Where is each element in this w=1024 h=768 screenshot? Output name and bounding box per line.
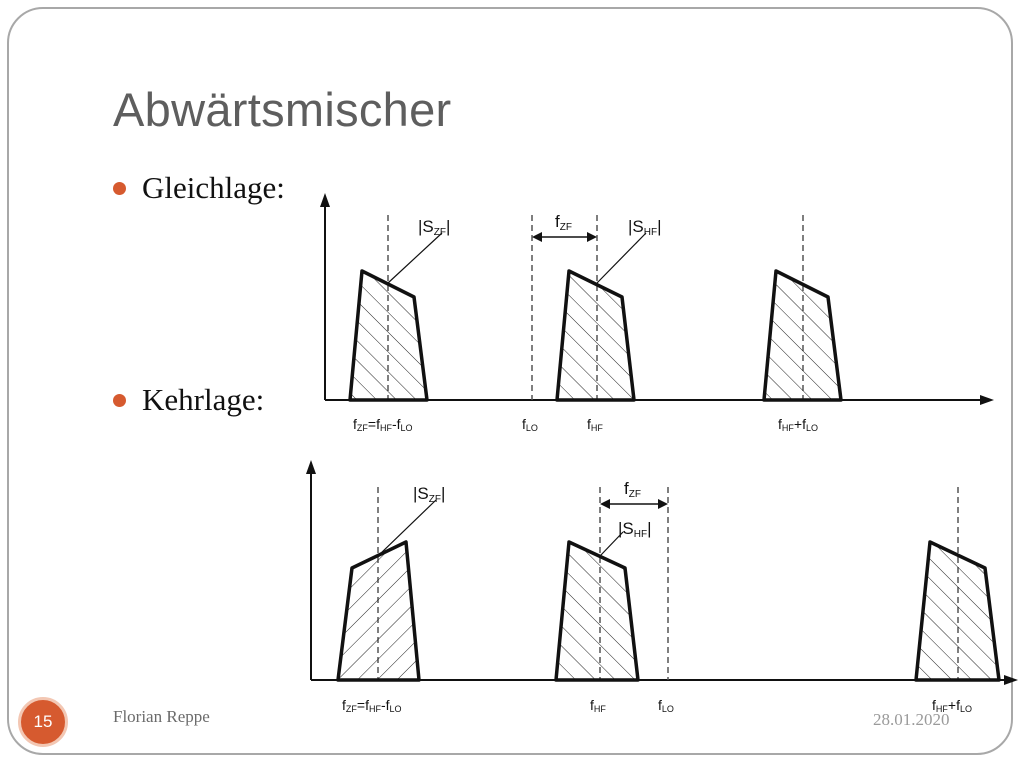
page-number-badge: 15 <box>18 697 68 747</box>
x-axis-arrow-icon <box>1004 675 1018 685</box>
spectrum-zf-inverted <box>336 540 421 682</box>
bullet-gleichlage-text: Gleichlage: <box>142 170 285 205</box>
y-axis-arrow-icon <box>306 460 316 474</box>
leader-shf <box>596 232 647 284</box>
bullet-dot-icon <box>113 181 126 195</box>
axis-label-flo: fLO <box>658 697 674 714</box>
axis-label-fsum: fHF+fLO <box>778 416 818 433</box>
axis-label-fhf: fHF <box>587 416 603 433</box>
label-shf: |SHF| <box>618 519 652 540</box>
slide-title: Abwärtsmischer <box>113 83 452 136</box>
x-axis-arrow-icon <box>980 395 994 405</box>
footer-date: 28.01.2020 <box>873 710 950 729</box>
leader-shf <box>599 531 624 557</box>
axis-label-flo: fLO <box>522 416 538 433</box>
axis-label-fzf-eq: fZF=fHF-fLO <box>342 697 402 714</box>
axis-label-fsum: fHF+fLO <box>932 697 972 714</box>
spectrum-sum <box>914 540 1001 682</box>
axis-label-fzf-eq: fZF=fHF-fLO <box>353 416 413 433</box>
leader-szf <box>387 232 443 284</box>
bullet-gleichlage: Gleichlage: <box>113 170 285 206</box>
fzf-arrow-left-icon <box>532 232 542 242</box>
label-fzf-interval: fZF <box>624 479 641 500</box>
leader-szf <box>377 499 437 557</box>
fzf-arrow-right-icon <box>587 232 597 242</box>
label-szf: |SZF| <box>418 217 450 238</box>
axis-label-fhf: fHF <box>590 697 606 714</box>
label-shf: |SHF| <box>628 217 662 238</box>
spectrum-sum <box>762 269 843 402</box>
fzf-arrow-left-icon <box>600 499 610 509</box>
y-axis-arrow-icon <box>320 193 330 207</box>
kehrlage-spectrum-diagram: |SZF| fZF |SHF| fZF=fHF-fLO fHF fLO fHF+… <box>306 460 1018 714</box>
spectrum-hf <box>555 269 636 402</box>
spectrum-hf <box>554 540 640 682</box>
bullet-kehrlage: Kehrlage: <box>113 382 264 418</box>
slide-frame <box>7 7 1013 755</box>
bullet-kehrlage-text: Kehrlage: <box>142 382 265 417</box>
fzf-arrow-right-icon <box>658 499 668 509</box>
spectrum-zf <box>348 269 429 402</box>
footer-author: Florian Reppe <box>113 707 210 726</box>
label-fzf-interval: fZF <box>555 212 572 233</box>
bullet-dot-icon <box>113 393 126 407</box>
label-szf: |SZF| <box>413 484 445 505</box>
gleichlage-spectrum-diagram: |SZF| fZF |SHF| fZF=fHF-fLO fLO fHF fHF+… <box>320 193 994 433</box>
